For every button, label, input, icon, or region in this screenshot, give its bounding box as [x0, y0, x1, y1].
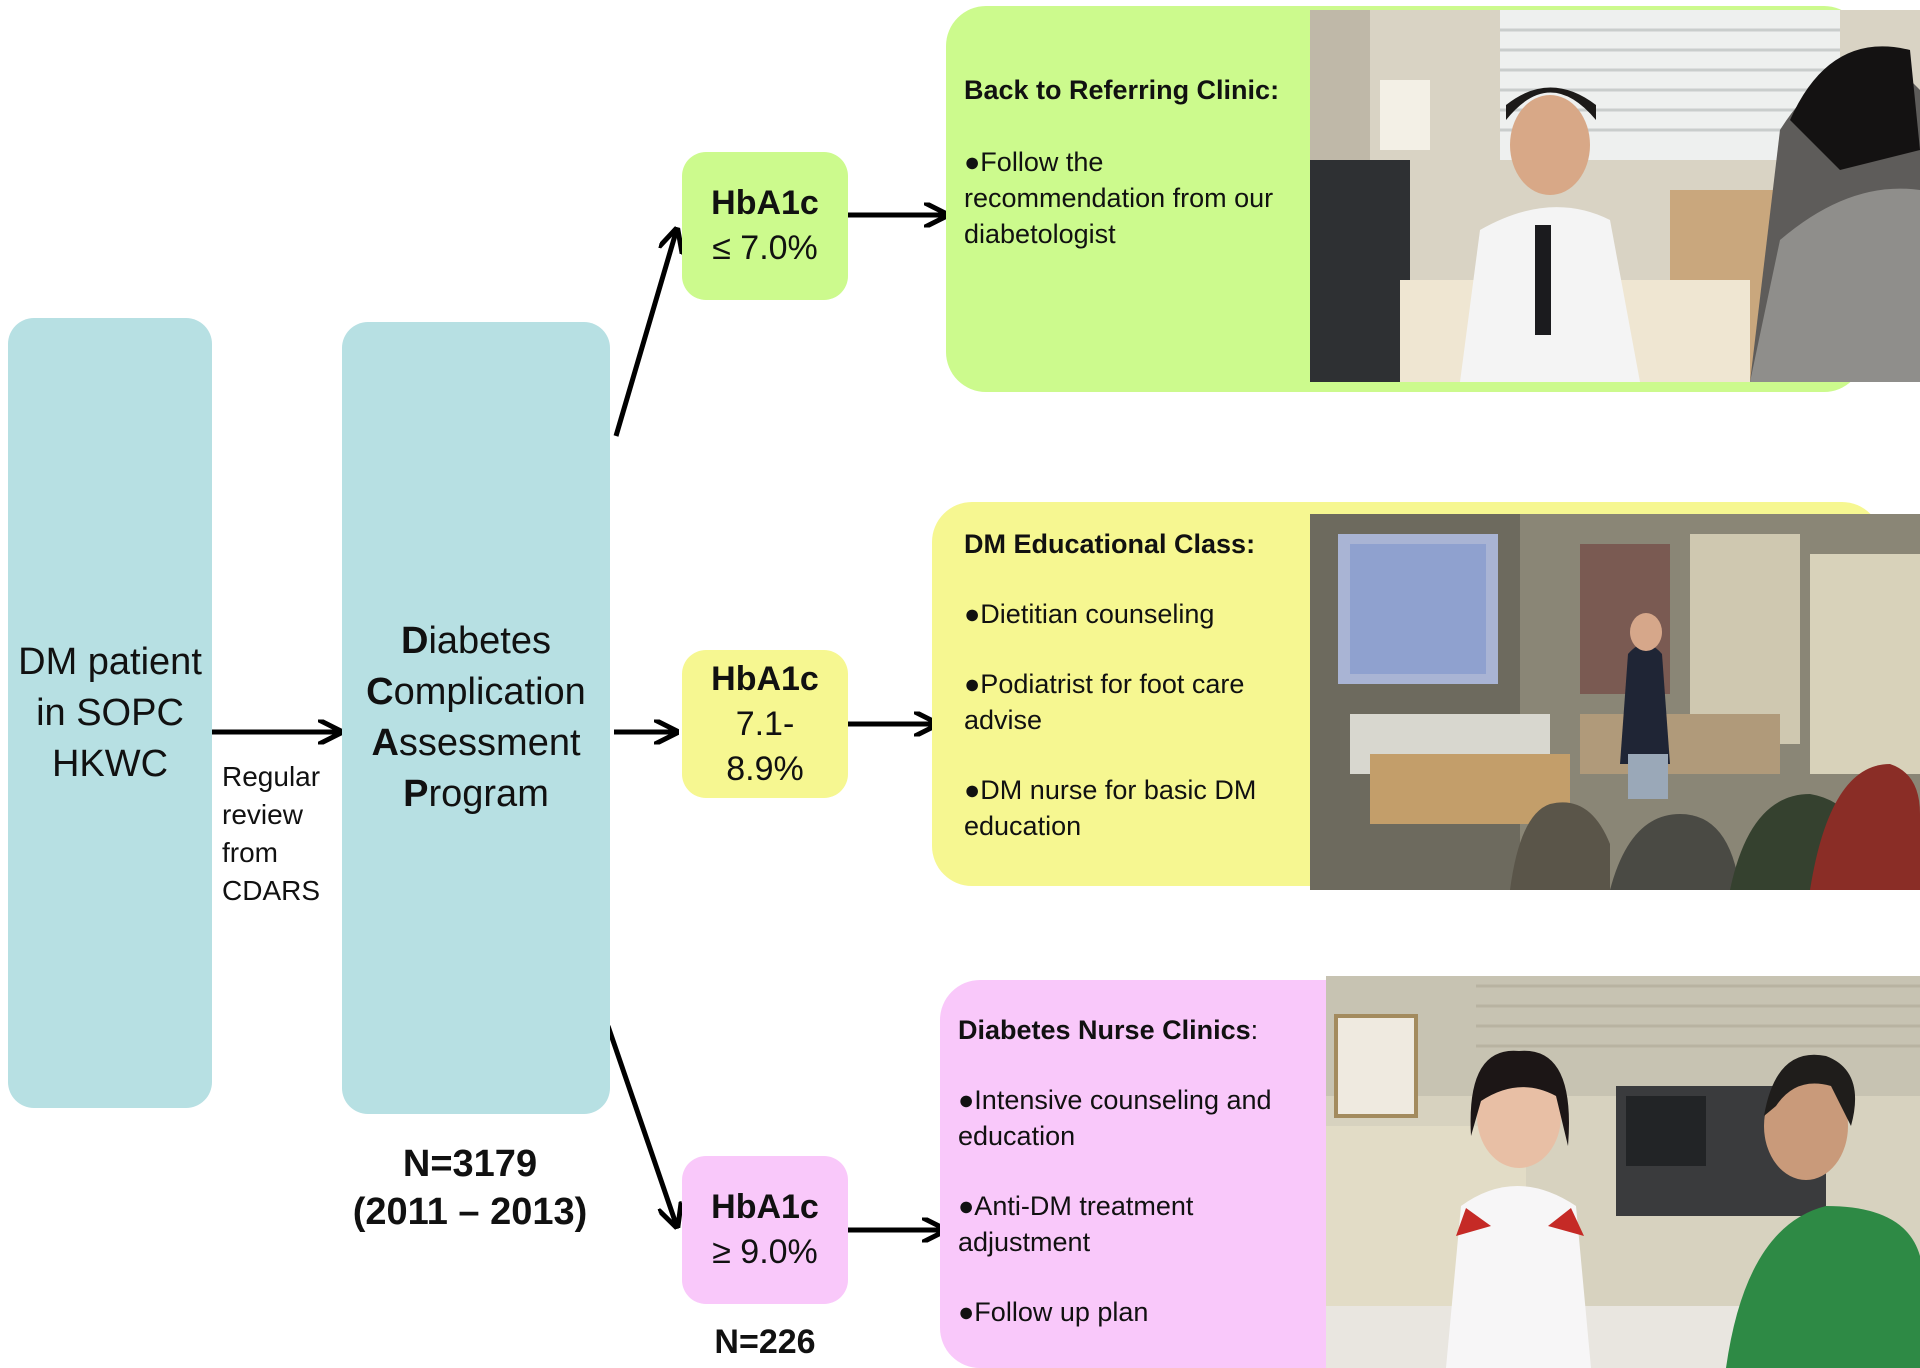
educational-class-item-3: ●DM nurse for basic DM education: [964, 775, 1257, 841]
referring-clinic-item-1: ●Follow the recommendation from our diab…: [964, 147, 1274, 249]
dcap-rest-program: rogram: [428, 773, 549, 815]
review-note-line-4: CDARS: [222, 875, 321, 906]
dcap-rest-diabetes: iabetes: [428, 620, 551, 662]
hba1c-box-mid: HbA1c 7.1- 8.9%: [682, 650, 848, 798]
referring-clinic-text: Back to Referring Clinic: ●Follow the re…: [964, 72, 1304, 252]
dm-patient-line-2: in SOPC: [36, 691, 184, 734]
dcap-line-diabetes: Diabetes: [366, 616, 586, 667]
dcap-line-program: Program: [366, 769, 586, 820]
hba1c-high-value: ≥ 9.0%: [712, 1233, 818, 1271]
program-count: N=3179 (2011 – 2013): [300, 1140, 640, 1236]
dcap-line-complication: Complication: [366, 667, 586, 718]
hba1c-mid-value: 7.1- 8.9%: [726, 704, 804, 788]
review-note: Regular review from CDARS: [222, 758, 342, 910]
dcap-program-label: Diabetes Complication Assessment Program: [366, 616, 586, 820]
nurse-clinic-title-row: Diabetes Nurse Clinics:: [958, 1012, 1318, 1048]
educational-class-item-2: ●Podiatrist for foot care advise: [964, 669, 1245, 735]
dm-patient-box: DM patient in SOPC HKWC: [8, 318, 212, 1108]
nurse-clinic-title-colon: :: [1250, 1015, 1259, 1045]
nurse-clinic-text: Diabetes Nurse Clinics: ●Intensive couns…: [958, 1012, 1318, 1330]
dcap-initial-d: D: [400, 620, 429, 662]
dm-patient-label: DM patient in SOPC HKWC: [18, 637, 202, 790]
referring-clinic-title: Back to Referring Clinic:: [964, 75, 1280, 105]
review-note-line-2: review: [222, 799, 303, 830]
educational-class-text: DM Educational Class: ●Dietitian counsel…: [964, 526, 1304, 844]
dm-patient-line-1: DM patient: [18, 640, 202, 683]
dcap-initial-a: A: [371, 722, 399, 764]
dm-patient-line-3: HKWC: [51, 742, 169, 785]
education-class-photo: [1310, 514, 1920, 890]
high-count: N=226: [714, 1323, 816, 1361]
nurse-clinic-photo: [1326, 976, 1920, 1368]
dcap-program-box: Diabetes Complication Assessment Program: [342, 322, 610, 1114]
review-note-line-3: from: [222, 837, 278, 868]
hba1c-high-title: HbA1c: [711, 1188, 819, 1226]
dcap-rest-assessment: ssessment: [398, 722, 581, 764]
review-note-line-1: Regular: [222, 761, 321, 792]
hba1c-mid-title: HbA1c: [711, 659, 819, 698]
nurse-clinic-item-3: ●Follow up plan: [958, 1297, 1149, 1327]
nurse-clinic-title: Diabetes Nurse Clinics: [958, 1015, 1251, 1045]
hba1c-low-title: HbA1c: [711, 184, 819, 222]
educational-class-title: DM Educational Class:: [964, 529, 1256, 559]
program-count-n: N=3179: [402, 1143, 538, 1185]
hba1c-box-low: HbA1c ≤ 7.0%: [682, 152, 848, 300]
dcap-initial-c: C: [366, 671, 394, 713]
dcap-rest-complication: omplication: [393, 671, 586, 713]
dcap-initial-p: P: [403, 773, 429, 815]
doctor-consultation-photo: [1310, 10, 1920, 382]
nurse-clinic-item-2: ●Anti-DM treatment adjustment: [958, 1191, 1194, 1257]
dcap-line-assessment: Assessment: [366, 718, 586, 769]
arrow-program-to-bottom: [605, 1025, 676, 1224]
educational-class-item-1: ●Dietitian counseling: [964, 599, 1215, 629]
arrow-program-to-top: [613, 232, 676, 437]
nurse-clinic-item-1: ●Intensive counseling and education: [958, 1085, 1272, 1151]
hba1c-low-value: ≤ 7.0%: [712, 229, 818, 267]
hba1c-box-high: HbA1c ≥ 9.0%: [682, 1156, 848, 1304]
program-count-years: (2011 – 2013): [352, 1191, 588, 1233]
